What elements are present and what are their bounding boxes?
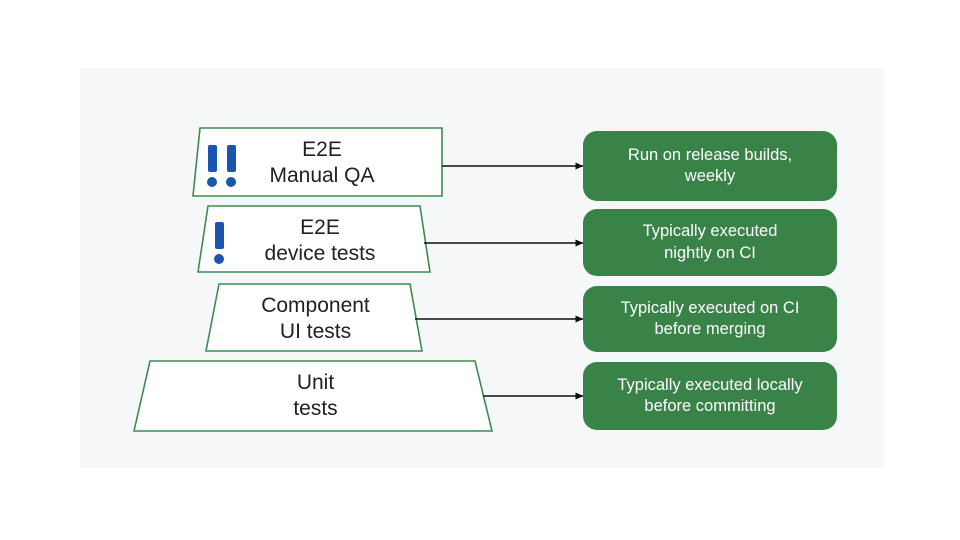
exclamation-dot <box>214 254 224 264</box>
exclamation-stem <box>207 145 217 172</box>
callout-e2e-device-tests[interactable]: Typically executed nightly on CI <box>583 209 837 276</box>
exclamation-stem <box>214 222 224 249</box>
exclamation-stem <box>226 145 236 172</box>
exclamation-glyph <box>226 145 236 187</box>
callout-e2e-manual-qa[interactable]: Run on release builds, weekly <box>583 131 837 201</box>
exclamation-dot <box>207 177 217 187</box>
callout-unit-tests[interactable]: Typically executed locally before commit… <box>583 362 837 430</box>
exclamation-icon <box>214 222 224 264</box>
exclamation-dot <box>226 177 236 187</box>
exclamation-glyph <box>207 145 217 187</box>
callout-component-ui-tests[interactable]: Typically executed on CI before merging <box>583 286 837 352</box>
double-exclamation-icon <box>207 145 236 187</box>
exclamation-glyph <box>214 222 224 264</box>
